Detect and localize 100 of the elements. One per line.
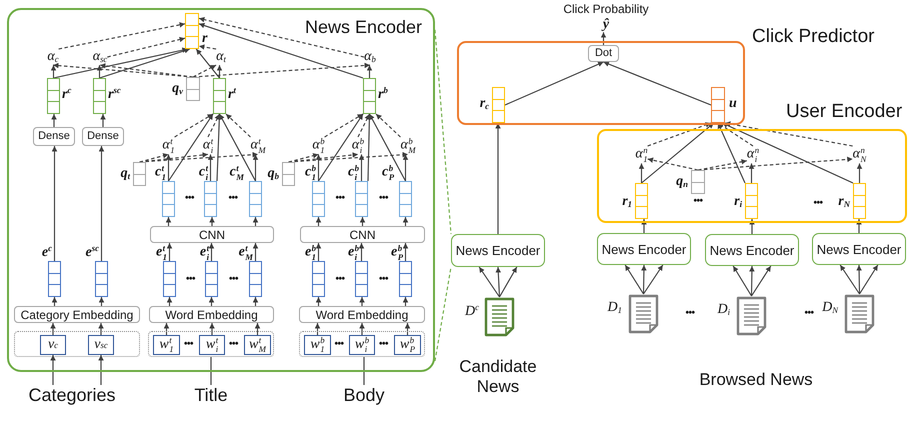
vector-icon (204, 181, 217, 217)
ellipsis: ••• (334, 338, 344, 350)
arrow (360, 217, 366, 226)
layer-box: CNN (300, 226, 425, 243)
arrow (166, 297, 172, 306)
arrow (318, 114, 364, 182)
layer-box: Dense (82, 127, 124, 146)
arrow (499, 266, 518, 298)
arrow (98, 323, 104, 335)
arrow (856, 265, 862, 294)
arrow (504, 62, 604, 106)
arrow (166, 243, 172, 261)
arrow (52, 146, 58, 261)
vector-label: r$_{N}$ (838, 194, 850, 210)
encoder-box: News Encoder (597, 233, 691, 265)
arrow (51, 114, 57, 127)
attention-weight-label: α$_{c}$ (47, 49, 59, 66)
arrow (641, 219, 647, 233)
arrow (749, 219, 755, 234)
query-vector-icon (282, 162, 295, 186)
vector-icon (249, 181, 262, 217)
dashed-arrow (139, 152, 258, 163)
attention-weight-label: α$_{t}$ (216, 49, 226, 66)
dashed-arrow (107, 36, 186, 58)
dashed-arrow (718, 122, 754, 146)
output-symbol: ŷ (602, 16, 610, 32)
arrow (216, 65, 222, 78)
dashed-arrow (288, 152, 408, 163)
dashed-arrow (647, 122, 712, 147)
arrow (252, 154, 258, 181)
ellipsis: ••• (686, 307, 694, 319)
arrow (254, 323, 260, 335)
arrow (166, 154, 172, 181)
ellipsis: ••• (229, 338, 238, 350)
arrow (208, 154, 214, 181)
panel-title: News Encoder (305, 17, 422, 39)
input-label: Categories (28, 385, 116, 406)
document-icon (736, 296, 767, 336)
dashed-arrow (174, 114, 214, 138)
arrow (358, 243, 364, 261)
arrow (638, 163, 644, 183)
arrow (252, 217, 258, 226)
vector-label: e$^{sc}$ (86, 244, 99, 261)
arrow (208, 243, 214, 261)
connector-line (363, 357, 365, 385)
vector-icon (355, 261, 368, 297)
attention-weight-label: α$_{sc}$ (92, 49, 108, 66)
dashed-arrow (198, 16, 364, 58)
dashed-line (434, 30, 452, 234)
vector-label: r$_{1}$ (622, 194, 632, 210)
arrow (314, 323, 320, 335)
vector-icon (93, 78, 106, 114)
vector-label: r$_{i}$ (734, 194, 742, 210)
arrow (208, 297, 214, 306)
arrow (402, 154, 408, 181)
vector-icon (47, 78, 60, 114)
dashed-arrow (647, 158, 698, 171)
vector-icon (185, 13, 199, 49)
connector-line (210, 357, 212, 385)
arrow (641, 265, 647, 294)
dashed-arrow (376, 114, 401, 138)
ellipsis: ••• (336, 192, 344, 204)
layer-box: Word Embedding (299, 306, 425, 323)
dashed-line (434, 266, 452, 362)
vector-icon (205, 261, 218, 297)
attention-weight-label: α$_{b}$ (364, 49, 376, 66)
document-icon (628, 294, 659, 334)
arrow (600, 32, 606, 45)
layer-box: Word Embedding (149, 306, 274, 323)
arrow (252, 297, 258, 306)
vector-label: r$^{c}$ (62, 86, 72, 103)
document-icon (844, 294, 875, 334)
output-label: Click Probability (563, 3, 649, 17)
document-label: D$_{1}$ (608, 300, 622, 316)
encoder-box: News Encoder (812, 233, 906, 265)
arrow (209, 217, 215, 226)
dashed-arrow (198, 44, 216, 50)
arrow (316, 243, 322, 261)
panel-title: Click Predictor (752, 26, 874, 49)
arrow (402, 217, 408, 226)
arrow (856, 219, 862, 233)
arrow (366, 65, 372, 78)
arrow (643, 264, 664, 294)
vector-label: e$^{c}$ (42, 244, 52, 261)
vector-label: r$^{sc}$ (108, 86, 121, 103)
arrow (198, 22, 364, 79)
arrow (359, 297, 365, 306)
arrow (624, 264, 644, 294)
arrow (722, 122, 854, 184)
arrow (316, 154, 322, 181)
arrow (402, 297, 408, 306)
dashed-arrow (100, 63, 194, 78)
ellipsis: ••• (804, 307, 814, 319)
vector-label: q$_{n}$ (676, 174, 688, 190)
arrow (496, 266, 502, 298)
vector-label: r$^{t}$ (228, 86, 236, 103)
dashed-arrow (288, 153, 319, 163)
document-label: D$_{N}$ (822, 300, 838, 316)
panel-title: User Encoder (786, 101, 902, 124)
vector-icon (355, 181, 368, 217)
